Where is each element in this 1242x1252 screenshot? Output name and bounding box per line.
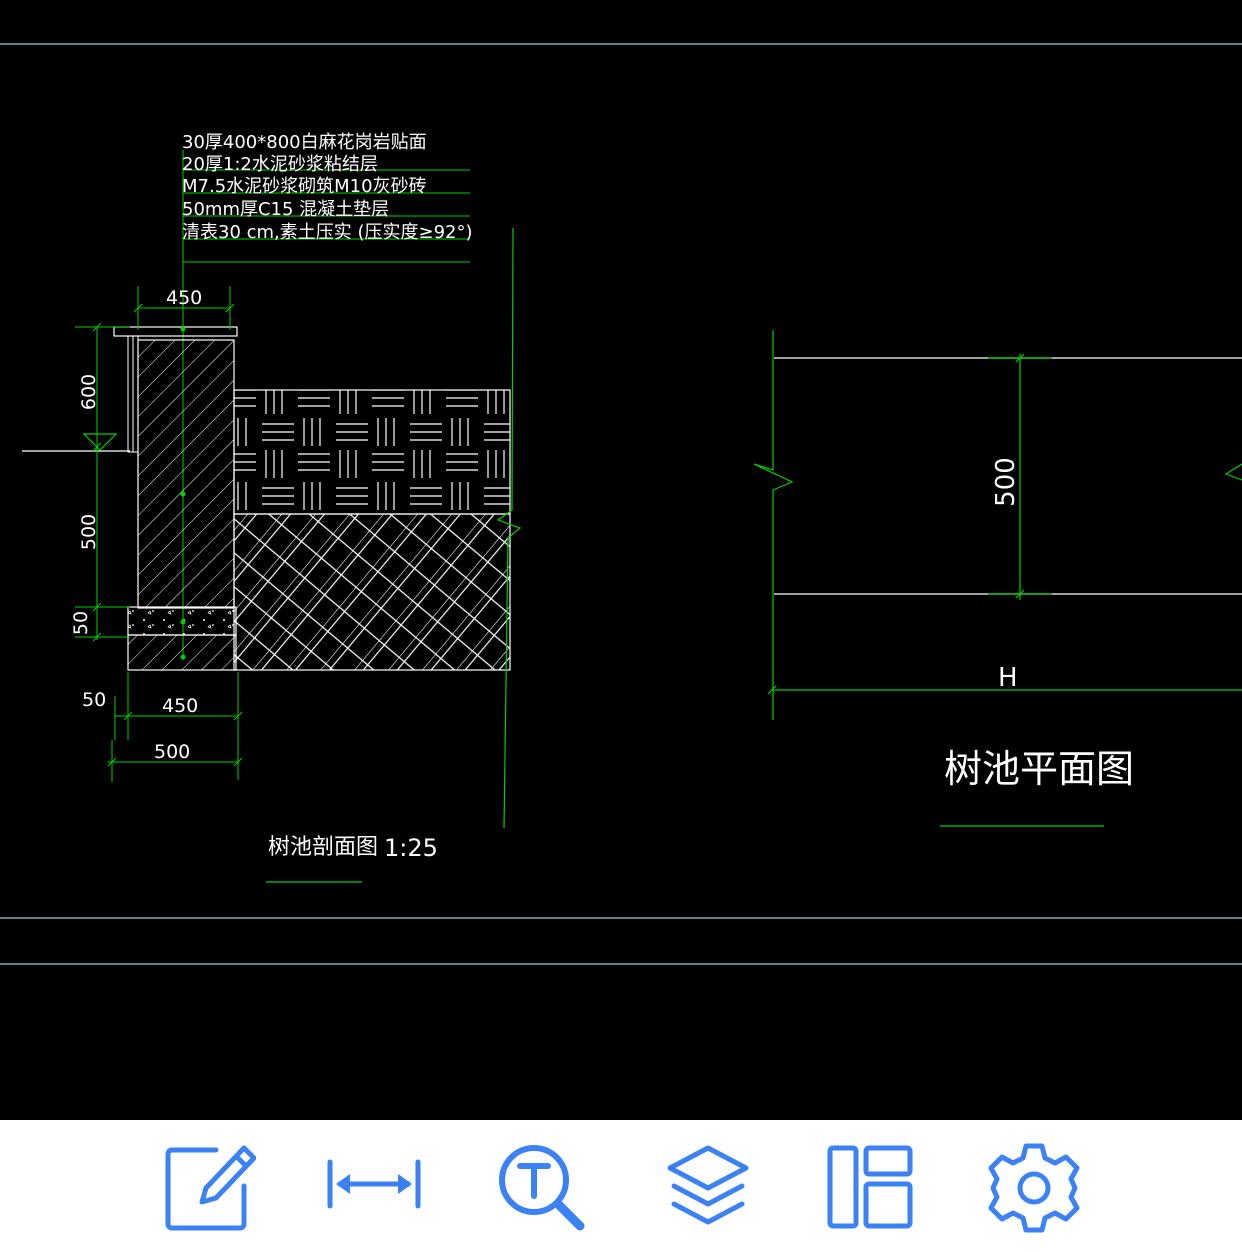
note-4: 50mm厚C15 混凝土垫层: [182, 199, 389, 220]
layers-icon: [667, 1145, 749, 1225]
section-title: 树池剖面图: [268, 835, 378, 860]
plan-dim-500: 500: [991, 457, 1021, 507]
section-drawing: [22, 150, 522, 883]
cad-drawing: 30厚400*800白麻花岗岩贴面 20厚1:2水泥砂浆粘结层 M7.5水泥砂浆…: [0, 43, 1242, 965]
dim-50-horizontal: 50: [82, 689, 106, 711]
plan-title: 树池平面图: [944, 747, 1134, 791]
note-2: 20厚1:2水泥砂浆粘结层: [182, 154, 378, 175]
note-3: M7.5水泥砂浆砌筑M10灰砂砖: [182, 176, 427, 197]
note-1: 30厚400*800白麻花岗岩贴面: [182, 132, 427, 153]
plan-drawing: [753, 330, 1242, 827]
text-search-button[interactable]: [494, 1140, 590, 1236]
dim-500-vertical: 500: [78, 514, 100, 550]
edit-icon: [165, 1145, 256, 1231]
layout-button[interactable]: [822, 1140, 918, 1236]
measure-button[interactable]: [326, 1140, 422, 1236]
dim-bottom-500: 500: [154, 741, 190, 763]
plan-dim-h: H: [998, 663, 1018, 693]
cad-canvas[interactable]: 30厚400*800白麻花岗岩贴面 20厚1:2水泥砂浆粘结层 M7.5水泥砂浆…: [0, 0, 1242, 1120]
text-search-icon: [499, 1145, 585, 1231]
section-scale: 1:25: [384, 834, 438, 862]
dim-50-vertical: 50: [70, 611, 92, 635]
edit-button[interactable]: [160, 1140, 256, 1236]
frame-lines: [0, 43, 1242, 965]
layers-button[interactable]: [660, 1140, 756, 1236]
section-notes: 30厚400*800白麻花岗岩贴面 20厚1:2水泥砂浆粘结层 M7.5水泥砂浆…: [182, 132, 473, 243]
layout-icon: [827, 1145, 913, 1229]
settings-button[interactable]: [986, 1140, 1082, 1236]
dim-600: 600: [78, 374, 100, 410]
gear-icon: [988, 1143, 1080, 1233]
measure-icon: [327, 1159, 421, 1209]
note-5: 清表30 cm,素土压实 (压实度≥92°): [182, 222, 473, 243]
dim-top-450: 450: [166, 287, 202, 309]
bottom-toolbar: [0, 1120, 1242, 1252]
dim-bottom-450: 450: [162, 695, 198, 717]
